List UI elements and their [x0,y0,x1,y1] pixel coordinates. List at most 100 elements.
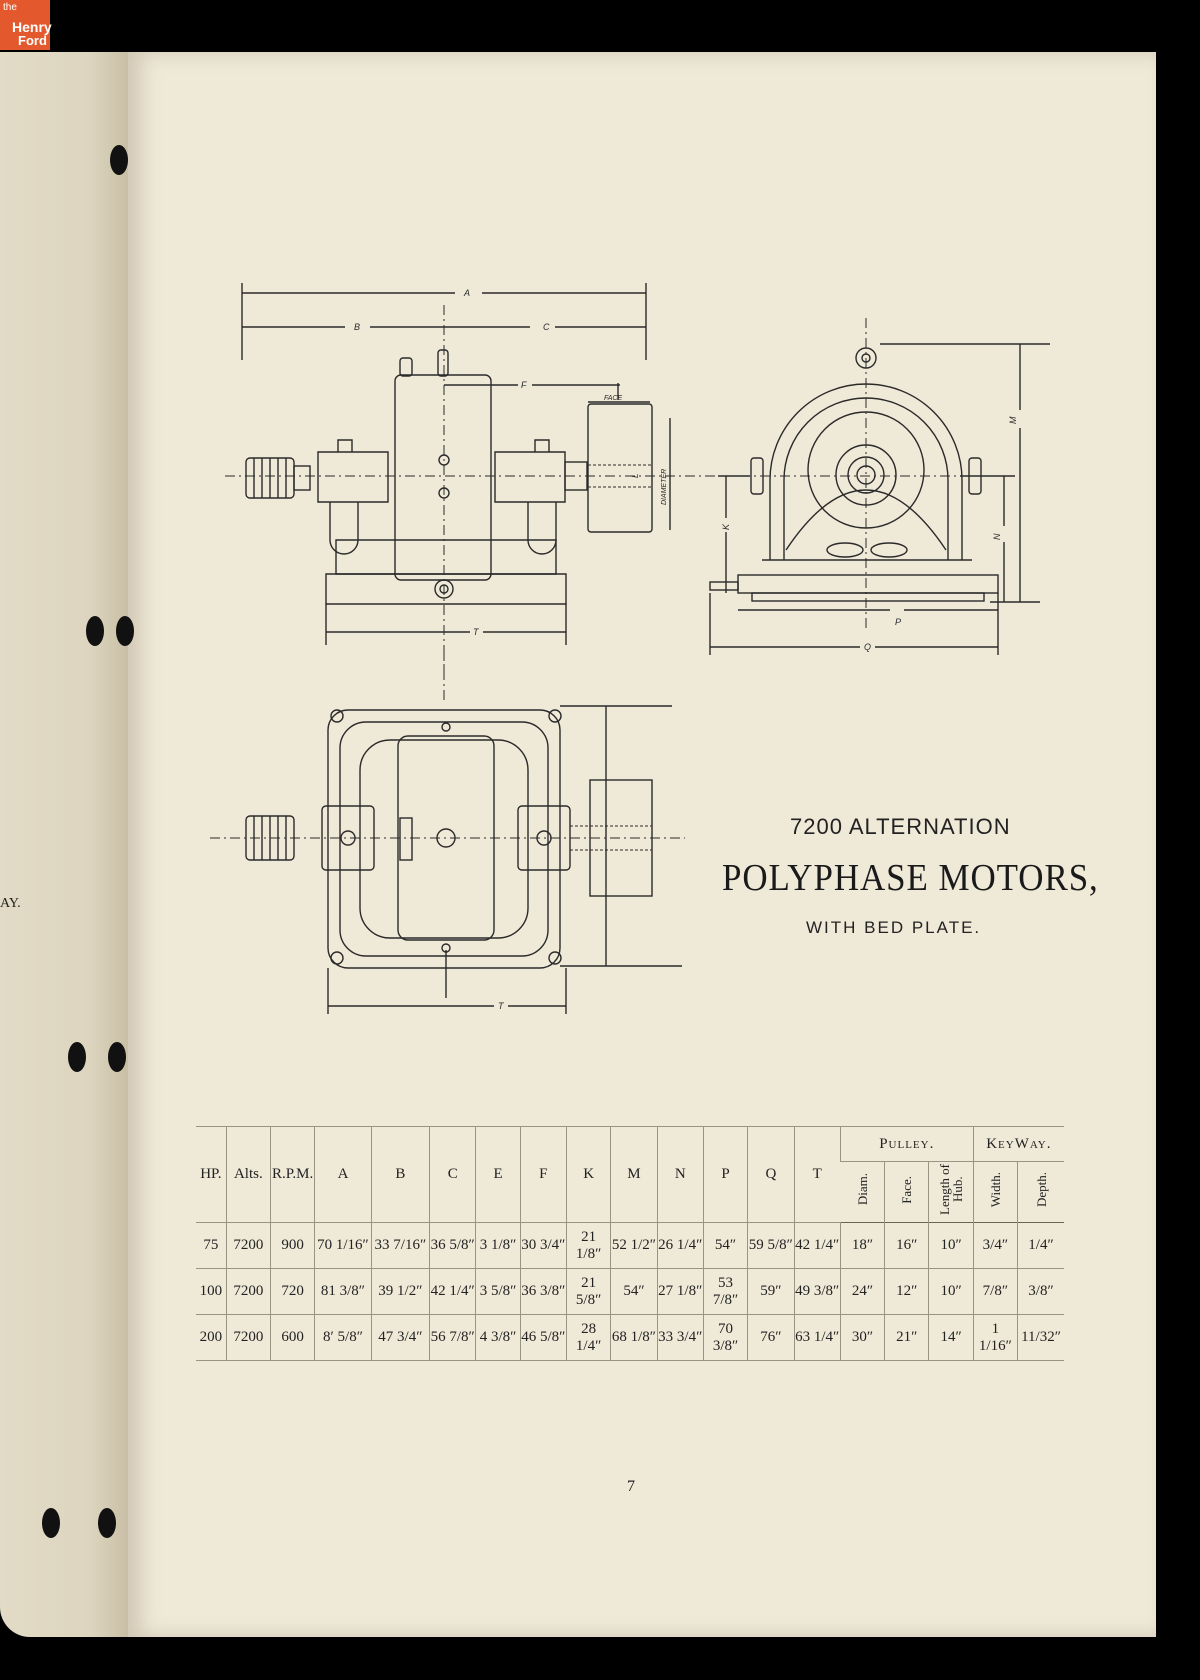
table-cell: 720 [269,1268,315,1315]
side-elevation-view: A B C F FACE [225,283,720,680]
col-header-n: N [656,1126,704,1223]
table-cell: 33 7/16″ [370,1222,430,1269]
table-cell: 42 1/4″ [429,1268,476,1315]
table-cell: 59 5/8″ [747,1222,795,1269]
col-header-t: T [793,1126,841,1223]
table-cell: 70 3/8″ [702,1314,748,1361]
col-header-alts: Alts. [225,1126,271,1223]
binding-hole [68,1042,86,1072]
table-cell: 27 1/8″ [656,1268,704,1315]
table-cell: 7200 [225,1222,271,1269]
table-cell: 54″ [610,1268,658,1315]
table-cell: 56 7/8″ [429,1314,476,1361]
logo-line-3: Ford [18,33,47,48]
dim-label-l: L [631,474,640,478]
table-cell: 53 7/8″ [702,1268,748,1315]
col-header-diam: Diam. [854,1173,870,1206]
binding-hole [86,616,104,646]
table-cell: 63 1/4″ [793,1314,841,1361]
table-cell: 26 1/4″ [656,1222,704,1269]
table-cell: 7200 [225,1268,271,1315]
table-cell: 21″ [884,1314,929,1361]
col-header-q: Q [747,1126,795,1223]
henry-ford-logo: the Henry Ford [0,0,52,50]
table-cell: 3/4″ [972,1222,1018,1269]
dim-label-k: K [721,523,731,530]
col-header-f: F [519,1126,567,1223]
col-header-p: P [702,1126,748,1223]
catalog-page [98,52,1156,1637]
group-header-keyway: KeyWay. [972,1126,1064,1162]
col-header-hub-length: Length of Hub. [937,1164,966,1215]
binding-hole [108,1042,126,1072]
table-cell: 3/8″ [1017,1268,1064,1315]
table-cell: 59″ [747,1268,795,1315]
col-header-b: B [370,1126,430,1223]
table-cell: 3 1/8″ [475,1222,521,1269]
title-line-3: WITH BED PLATE. [806,918,982,937]
table-cell: 14″ [928,1314,974,1361]
dim-label-b: B [354,322,360,332]
col-header-width: Width. [987,1171,1003,1208]
table-cell: 54″ [702,1222,748,1269]
table-cell: 7200 [225,1314,271,1361]
dim-label-t-plan: T [498,1001,505,1011]
table-cell: 68 1/8″ [610,1314,658,1361]
plan-view: T [210,650,685,1014]
col-header-c: C [429,1126,476,1223]
table-cell: 46 5/8″ [519,1314,567,1361]
dim-label-c: C [543,322,550,332]
end-elevation-view: M N K P Q [709,318,1050,655]
table-cell: 30″ [839,1314,885,1361]
table-cell: 42 1/4″ [793,1222,841,1269]
table-cell: 7/8″ [972,1268,1018,1315]
table-cell: 16″ [884,1222,929,1269]
table-cell: 21 1/8″ [565,1222,611,1269]
page-number: 7 [627,1478,635,1495]
dimension-table: HP. Alts. R.P.M. A B C E F K M N P Q T P… [196,1126,1064,1361]
table-cell: 1 1/16″ [972,1314,1018,1361]
table-cell: 600 [269,1314,315,1361]
table-cell: 28 1/4″ [565,1314,611,1361]
group-header-pulley: Pulley. [839,1126,974,1162]
table-cell: 12″ [884,1268,929,1315]
binding-hole [42,1508,60,1538]
binding-hole [110,145,128,175]
table-cell: 30 3/4″ [519,1222,567,1269]
dim-label-t: T [473,627,480,637]
logo-line-1: the [3,2,17,13]
dim-label-m: M [1008,416,1018,424]
dim-label-diameter: DIAMETER [661,469,668,505]
col-header-k: K [565,1126,611,1223]
table-cell: 21 5/8″ [565,1268,611,1315]
table-cell: 47 3/4″ [370,1314,430,1361]
table-cell: 10″ [928,1268,974,1315]
col-header-hp: HP. [196,1126,227,1223]
binding-hole [98,1508,116,1538]
col-header-m: M [610,1126,658,1223]
left-page-fragment: AY. [0,896,21,911]
table-cell: 36 5/8″ [429,1222,476,1269]
dim-label-q: Q [864,642,871,652]
table-cell: 24″ [839,1268,885,1315]
table-cell: 52 1/2″ [610,1222,658,1269]
col-header-a: A [314,1126,372,1223]
dim-label-p: P [895,617,901,627]
table-cell: 200 [199,1329,223,1345]
table-cell: 49 3/8″ [793,1268,841,1315]
col-header-face: Face. [899,1175,915,1204]
table-cell: 76″ [747,1314,795,1361]
col-header-depth: Depth. [1033,1171,1049,1208]
table-cell: 36 3/8″ [519,1268,567,1315]
table-cell: 70 1/16″ [314,1222,372,1269]
table-cell: 33 3/4″ [656,1314,704,1361]
binding-hole [116,616,134,646]
table-cell: 75 [203,1237,219,1253]
table-cell: 10″ [928,1222,974,1269]
dim-label-n: N [992,533,1002,540]
table-cell: 100 [199,1283,223,1299]
